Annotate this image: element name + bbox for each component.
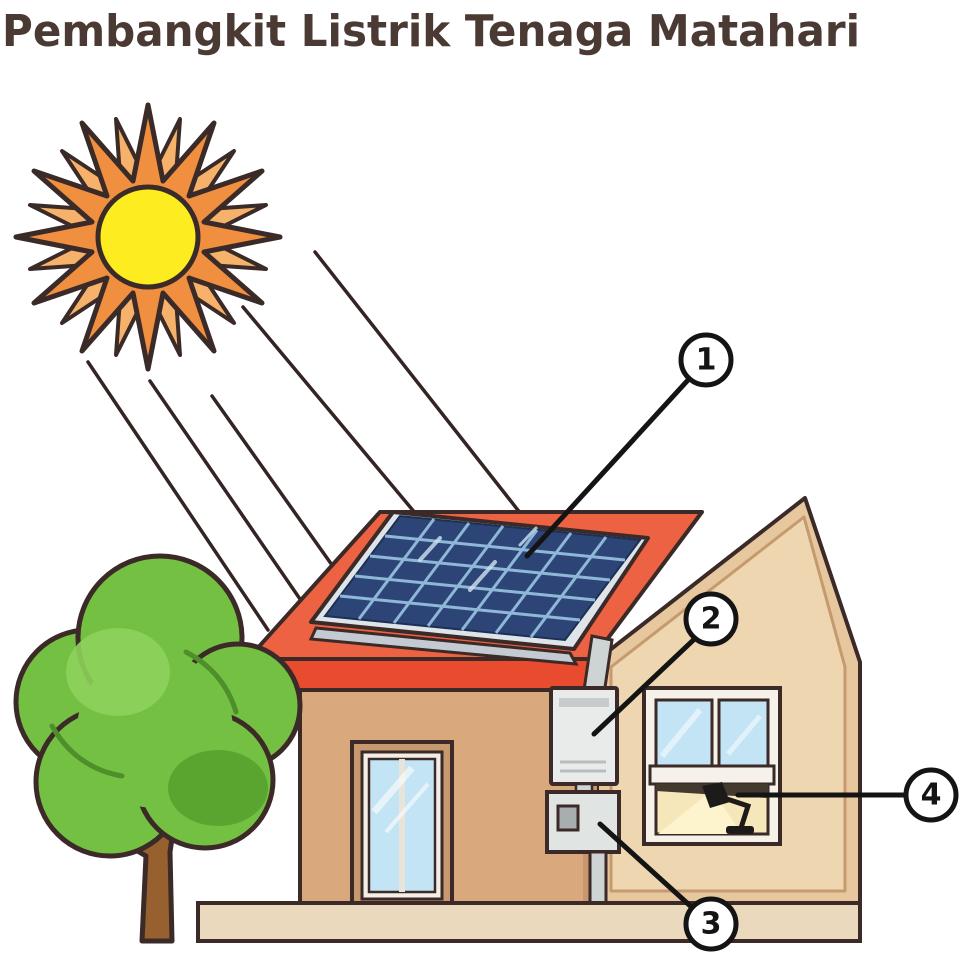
roof-fascia [244,657,610,692]
callout-2: 2 [591,591,739,737]
window [642,686,782,846]
meter-box [545,790,621,854]
desk-lamp [702,782,754,834]
solar-panel-grid [339,518,626,638]
tree [13,553,303,944]
callout-4-label: 4 [921,778,942,813]
callout-2-label: 2 [701,602,722,637]
solar-panel-glint [418,526,538,592]
sun-icon [13,102,283,372]
foliage-detail-lines [49,649,239,779]
callout-4: 4 [735,767,959,823]
callout-3: 3 [597,821,739,952]
panel-mount [308,626,579,666]
callout-1-label: 1 [696,343,717,378]
base-porch [196,901,862,943]
callout-1: 1 [524,332,734,559]
foliage-highlight [66,628,170,716]
window-crossbar [648,764,776,786]
solar-panel [308,510,650,666]
callout-3-label: 3 [701,907,722,942]
patio-door [350,740,454,907]
foliage-shadow [168,750,268,826]
lamp-beam [658,790,742,834]
sun-core [95,184,201,290]
ground-conduit [588,850,608,905]
inverter-box [549,686,619,786]
callouts: 1 2 3 4 [524,332,959,952]
diagram-title: Pembangkit Listrik Tenaga Matahari [2,6,860,57]
meter-display [556,804,580,832]
